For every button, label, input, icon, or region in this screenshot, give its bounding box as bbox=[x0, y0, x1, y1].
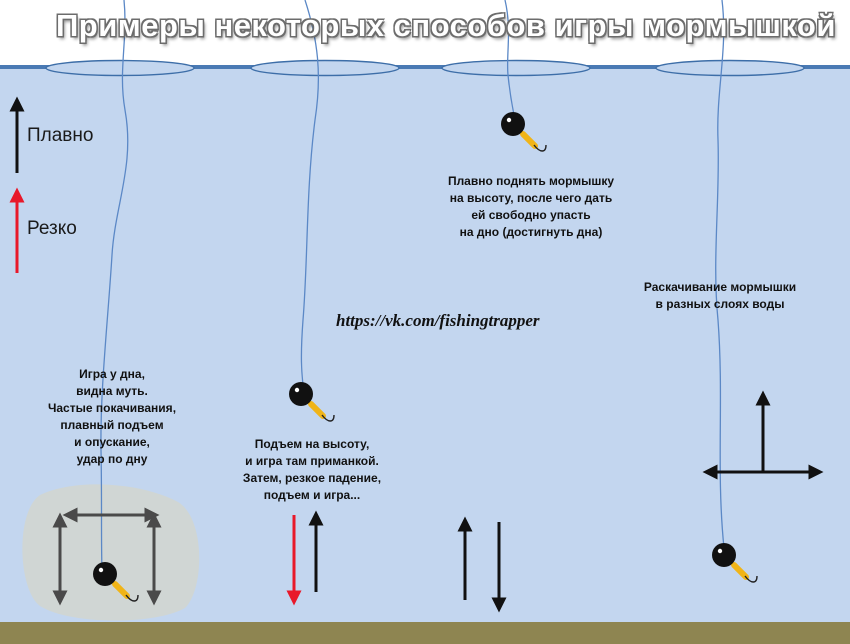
watermark-url: https://vk.com/fishingtrapper bbox=[336, 311, 540, 330]
jig-icon bbox=[93, 562, 139, 602]
turbidity-cloud bbox=[22, 484, 200, 621]
caption-raise-play: Подъем на высоту, и игра там приманкой. … bbox=[242, 437, 382, 502]
caption-free-fall: Плавно поднять мормышку на высоту, после… bbox=[447, 174, 615, 239]
ice-hole-icon bbox=[250, 59, 400, 77]
ice-hole-icon bbox=[45, 59, 195, 77]
sky-band bbox=[0, 0, 850, 68]
legend-sharp-label: Резко bbox=[27, 218, 77, 239]
surface-line bbox=[0, 65, 850, 69]
legend-smooth-label: Плавно bbox=[27, 125, 94, 146]
jig-icon bbox=[501, 112, 547, 152]
jig-icon bbox=[289, 382, 335, 422]
caption-bottom-play: Игра у дна, видна муть. Частые покачиван… bbox=[47, 367, 177, 466]
fishing-line bbox=[300, 0, 320, 386]
caption-swing: Раскачивание мормышки в разных слоях вод… bbox=[643, 280, 797, 311]
ice-hole-icon bbox=[655, 59, 805, 77]
jig-icon bbox=[712, 543, 758, 583]
fishing-line bbox=[715, 0, 725, 549]
page-title: Примеры некоторых способов игры мормышко… bbox=[56, 8, 836, 43]
bottom-ground bbox=[0, 622, 850, 644]
fishing-line bbox=[504, 0, 515, 116]
fishing-line bbox=[100, 0, 129, 571]
ice-hole-icon bbox=[441, 59, 591, 77]
